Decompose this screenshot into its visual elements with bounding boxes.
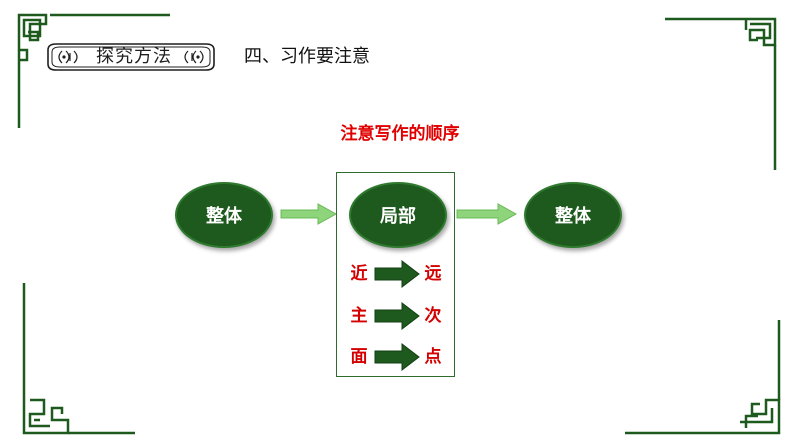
arrow-left-to-middle	[280, 203, 338, 225]
arrow-middle-to-right	[456, 203, 518, 225]
node-middle-part: 局部	[349, 182, 447, 248]
frame-corner-bottom-right	[625, 320, 781, 435]
pair-from: 面	[350, 347, 368, 367]
dark-arrow-icon	[374, 302, 420, 330]
frame-corner-bottom-left	[22, 283, 135, 435]
frame-corner-top-left	[17, 13, 170, 128]
pair-to: 远	[424, 264, 442, 284]
pair-from: 主	[350, 306, 368, 326]
dark-arrow-icon	[374, 260, 420, 288]
diagram-subtitle: 注意写作的顺序	[340, 124, 460, 144]
flow-arrows	[280, 203, 518, 225]
badge-frame	[47, 43, 215, 71]
pair-from: 近	[350, 264, 368, 284]
node-left-whole: 整体	[175, 182, 273, 248]
dark-arrow-icon	[374, 343, 420, 371]
badge-label: 探究方法	[96, 46, 172, 67]
pair-to: 次	[424, 306, 442, 326]
section-title: 四、习作要注意	[244, 46, 370, 67]
node-right-whole: 整体	[524, 182, 622, 248]
pair-to: 点	[424, 347, 442, 367]
frame-corner-top-right	[665, 17, 777, 170]
